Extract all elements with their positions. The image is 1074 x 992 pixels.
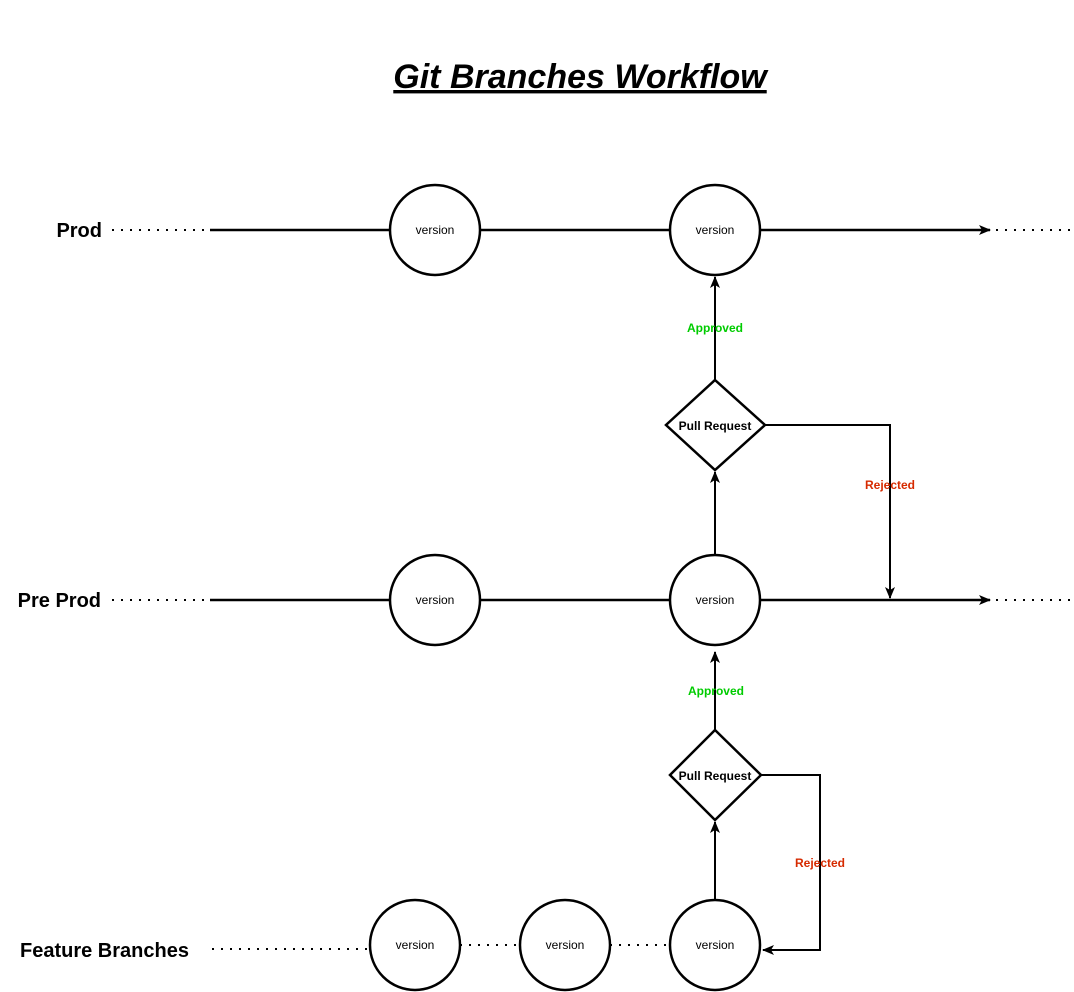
pull-request-diamond-upper: Pull Request [664, 378, 767, 472]
rejected-arrow-feature [760, 774, 821, 955]
lane-label-feature: Feature Branches [20, 940, 189, 962]
node-label: version [696, 223, 735, 237]
lane-label-preprod: Pre Prod [18, 590, 101, 612]
feature-version-node-3: version [668, 898, 762, 992]
diagram-title: Git Branches Workflow [393, 58, 769, 96]
approved-label-lower: Approved [688, 684, 744, 698]
node-label: version [416, 593, 455, 607]
prod-version-node-1: version [388, 183, 482, 277]
preprod-version-node-2: version [668, 553, 762, 647]
prod-version-node-2: version [668, 183, 762, 277]
lane-label-prod: Prod [56, 220, 102, 242]
pull-request-label: Pull Request [679, 769, 752, 783]
feature-version-node-1: version [368, 898, 462, 992]
node-label: version [696, 593, 735, 607]
pull-request-diamond-lower: Pull Request [668, 728, 763, 822]
node-label: version [396, 938, 435, 952]
rejected-label-upper: Rejected [865, 478, 915, 492]
preprod-version-node-1: version [388, 553, 482, 647]
pull-request-label: Pull Request [679, 419, 752, 433]
approved-label-upper: Approved [687, 321, 743, 335]
feature-version-node-2: version [518, 898, 612, 992]
rejected-label-lower: Rejected [795, 856, 845, 870]
node-label: version [416, 223, 455, 237]
rejected-arrow-preprod [760, 424, 895, 599]
node-label: version [546, 938, 585, 952]
node-label: version [696, 938, 735, 952]
